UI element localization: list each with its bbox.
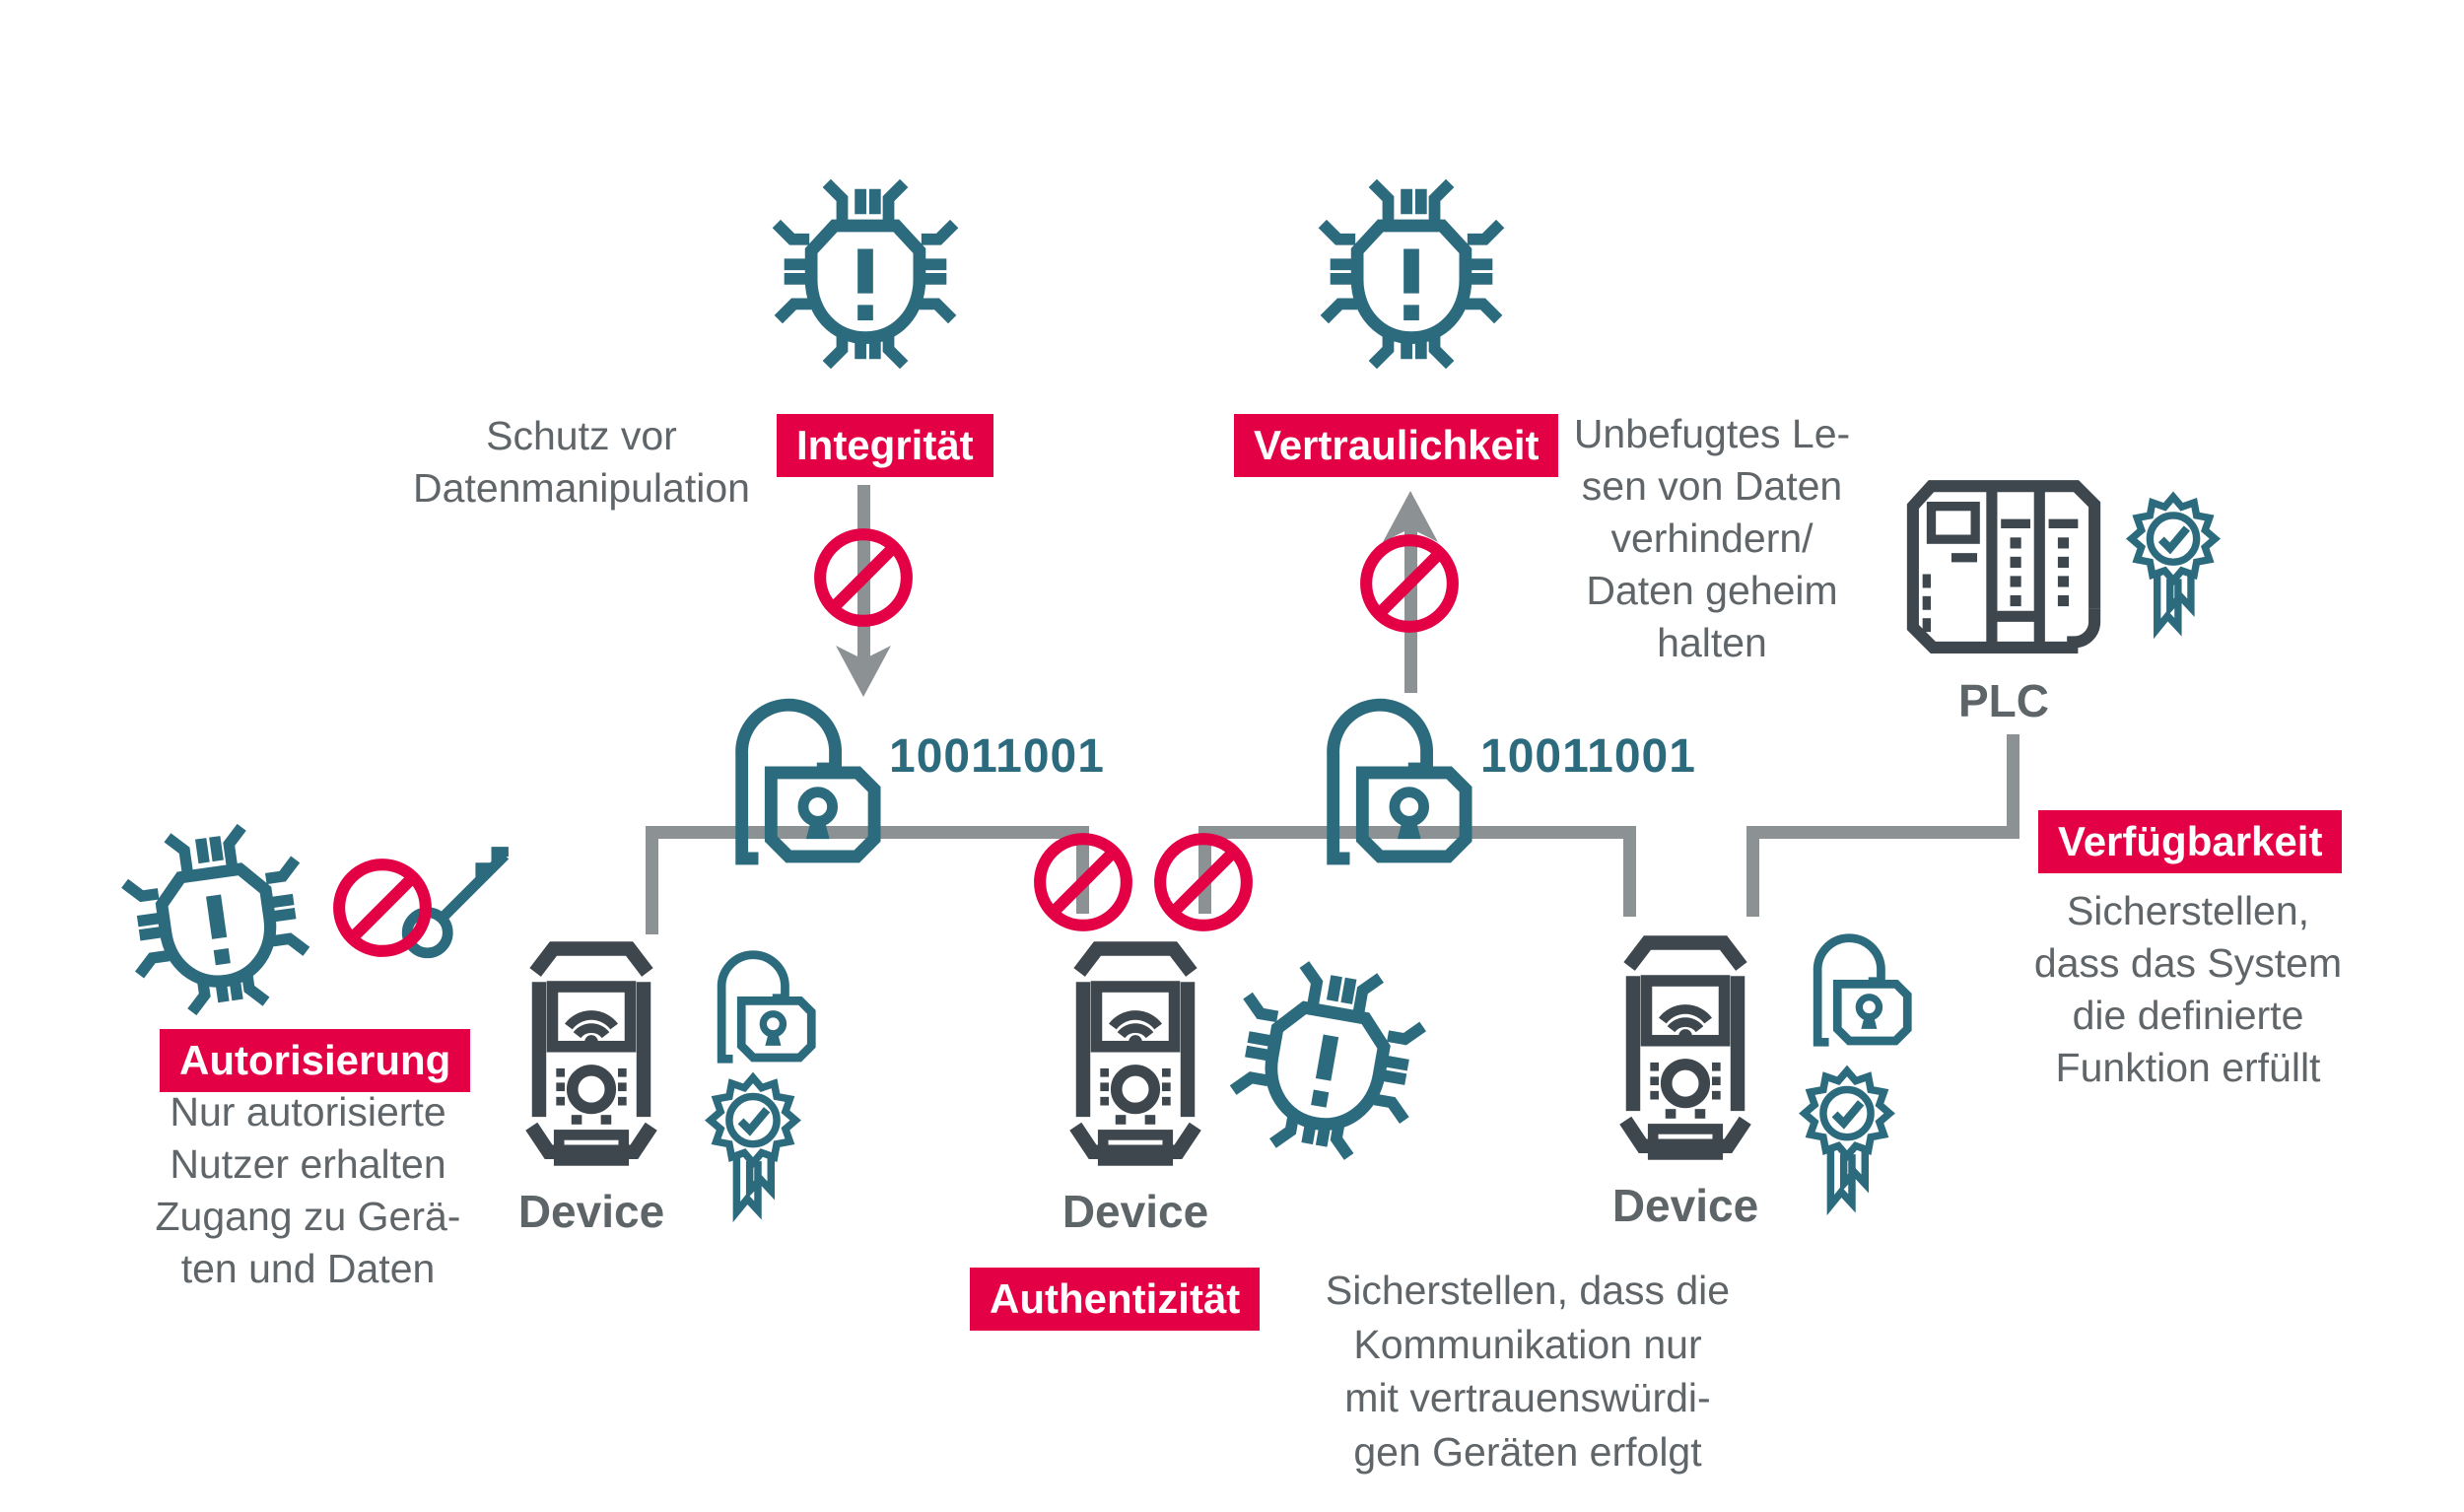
badge-vertraulichkeit: Vertraulichkeit [1234,414,1559,477]
certificate-ribbon-icon [1794,1063,1900,1218]
handheld-device-icon [511,934,672,1172]
plc-label: PLC [1958,675,2049,726]
certificate-ribbon-icon [700,1069,806,1225]
network-drop-device3-left [1623,833,1636,917]
note-authentizitaet: Sicherstellen, dass die Kommunikation nu… [1325,1268,1731,1475]
badge-verfuegbarkeit: Verfügbarkeit [2038,810,2343,873]
prohibition-icon [808,522,919,633]
handheld-device-icon [1055,934,1216,1172]
open-padlock-icon [704,931,816,1064]
network-bus-segment-left [646,826,1089,839]
bug-threat-icon [1315,177,1508,371]
bug-threat-icon [111,814,323,1026]
note-autorisierung: Nur autorisierte Nutzer erhalten Zugang … [155,1089,461,1291]
network-drop-device1 [646,826,658,934]
note-integritaet: Schutz vor Datenmanipulation [413,413,750,511]
device-label: Device [517,1186,665,1237]
plc-controller-icon [1898,471,2109,664]
badge-authentizitaet: Authentizität [970,1268,1261,1331]
note-verfuegbarkeit: Sicherstellen, dass das System die defin… [2033,888,2343,1090]
device-label: Device [1061,1186,1209,1237]
device-label: Device [1611,1180,1759,1231]
badge-autorisierung: Autorisierung [160,1029,471,1092]
open-padlock-icon [1307,670,1472,865]
binary-code: 10011001 [1480,730,1696,783]
network-drop-device3-right [1746,833,1759,917]
badge-integritaet: Integrität [777,414,993,477]
bug-threat-icon [769,177,962,371]
network-drop-plc [2007,734,2019,833]
prohibition-icon [1028,827,1138,937]
binary-code: 10011001 [889,730,1105,783]
attack-arrow-up-icon [1383,491,1438,693]
certificate-ribbon-icon [2121,489,2225,642]
open-padlock-icon [1800,915,1912,1047]
open-padlock-icon [716,670,881,865]
prohibition-icon [327,853,438,963]
prohibition-icon [1354,528,1465,639]
handheld-device-icon [1605,928,1766,1166]
prohibition-icon [1148,827,1259,937]
network-bus-segment-plc [1746,826,2019,839]
bug-threat-icon [1214,948,1438,1172]
note-vertraulichkeit: Unbefugtes Le- sen von Daten verhindern/… [1573,411,1851,665]
